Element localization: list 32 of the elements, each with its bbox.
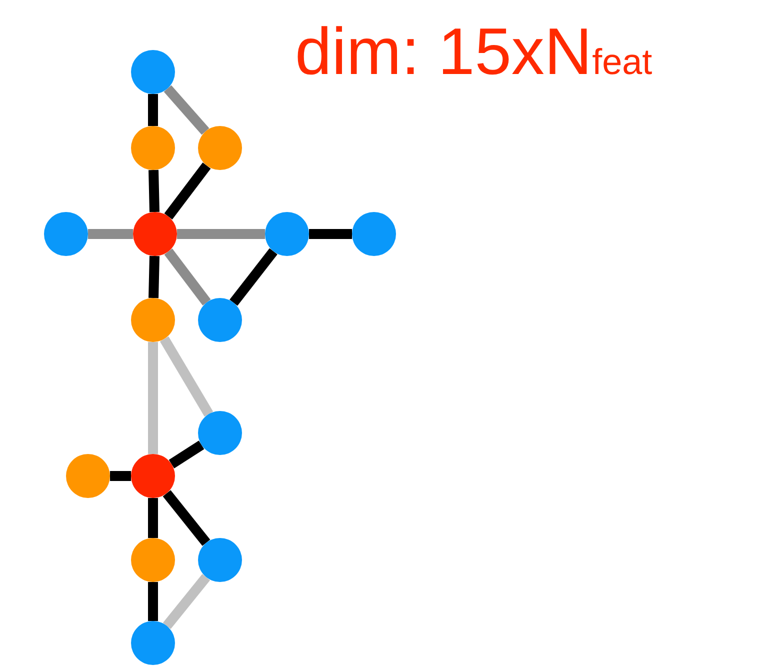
connector-line	[148, 170, 160, 212]
connector-line	[160, 336, 214, 417]
graph-node	[198, 538, 242, 582]
connector-line	[164, 248, 211, 306]
graph-node	[131, 621, 175, 665]
graph-node	[66, 454, 110, 498]
connector-line	[88, 229, 133, 239]
graph-node	[131, 454, 175, 498]
connector-line	[162, 490, 210, 546]
connector-line	[168, 440, 204, 468]
graph-node	[198, 298, 242, 342]
graph-node	[198, 126, 242, 170]
connector-line	[162, 574, 210, 630]
connector-line	[230, 248, 278, 306]
connector-line	[148, 94, 158, 126]
connector-line	[164, 85, 210, 135]
graph-node	[131, 50, 175, 94]
graph-node	[131, 126, 175, 170]
connector-line	[148, 342, 158, 454]
graph-node	[44, 212, 88, 256]
connector-line	[177, 229, 265, 239]
graph-node	[198, 411, 242, 455]
graph-node	[352, 212, 396, 256]
graph-node	[131, 538, 175, 582]
connector-line	[164, 162, 211, 220]
connector-line	[309, 229, 352, 239]
graph-node	[265, 212, 309, 256]
connector-line	[148, 256, 160, 298]
connector-line	[110, 471, 131, 481]
connector-line	[148, 582, 158, 621]
graph-node	[131, 298, 175, 342]
graph-node	[133, 212, 177, 256]
